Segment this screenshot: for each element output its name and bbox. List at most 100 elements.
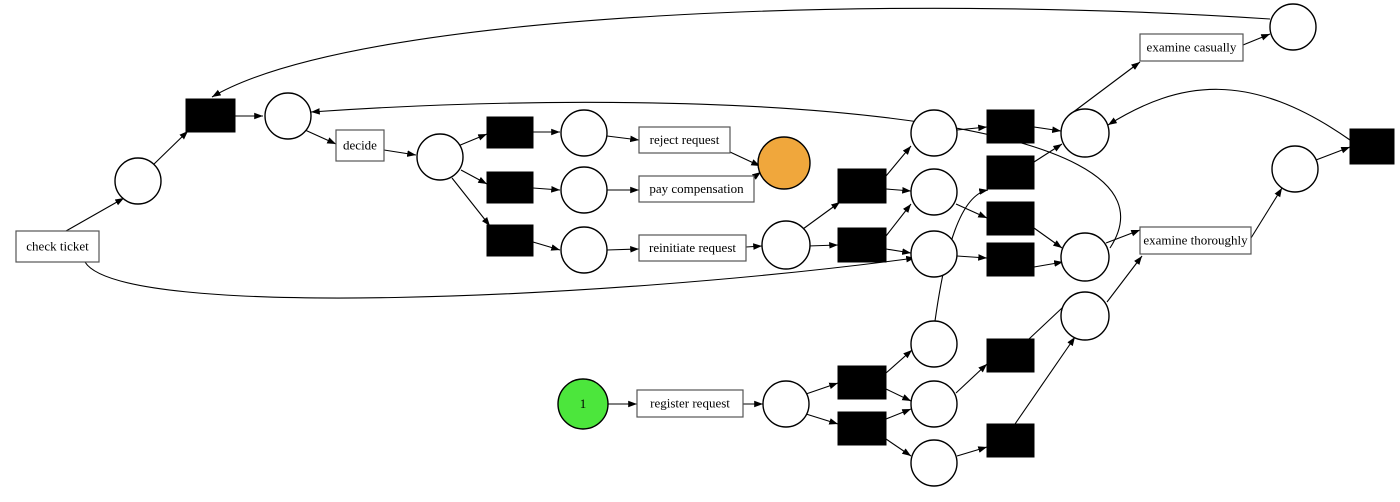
silent-transition[interactable] bbox=[1349, 128, 1395, 165]
transition-box[interactable] bbox=[837, 227, 887, 263]
place[interactable] bbox=[1060, 232, 1110, 282]
arc bbox=[1033, 143, 1063, 163]
place[interactable] bbox=[910, 439, 958, 487]
silent-transition[interactable] bbox=[837, 227, 887, 263]
place[interactable] bbox=[560, 109, 608, 157]
silent-transition[interactable] bbox=[837, 365, 887, 400]
transition-box[interactable] bbox=[837, 411, 887, 446]
silent-transition[interactable] bbox=[986, 109, 1035, 144]
place-circle[interactable] bbox=[1060, 232, 1110, 282]
place-circle[interactable] bbox=[560, 166, 608, 214]
node-layer: check ticket decide reject request pay comp… bbox=[15, 3, 1395, 487]
arc bbox=[1033, 227, 1063, 249]
place-circle[interactable] bbox=[1060, 108, 1110, 158]
place-circle[interactable] bbox=[557, 378, 609, 430]
silent-transition[interactable] bbox=[986, 338, 1035, 373]
transition-decide[interactable]: decide bbox=[335, 129, 385, 162]
transition-reject-request[interactable]: reject request bbox=[638, 126, 731, 154]
arc bbox=[84, 255, 916, 299]
transition-box[interactable] bbox=[986, 201, 1035, 236]
place[interactable] bbox=[1060, 291, 1110, 341]
place-circle[interactable] bbox=[560, 109, 608, 157]
silent-transition[interactable] bbox=[986, 423, 1035, 458]
place[interactable] bbox=[762, 380, 810, 428]
silent-transition[interactable] bbox=[486, 116, 534, 149]
silent-transition[interactable] bbox=[486, 171, 534, 204]
place[interactable] bbox=[761, 220, 811, 270]
place[interactable] bbox=[1060, 108, 1110, 158]
transition-box[interactable] bbox=[837, 365, 887, 400]
transition-check-ticket[interactable]: check ticket bbox=[15, 230, 100, 263]
transition-box[interactable] bbox=[486, 116, 534, 149]
arc bbox=[885, 388, 912, 402]
transition-box[interactable] bbox=[837, 168, 887, 204]
place-circle[interactable] bbox=[1271, 145, 1319, 193]
transition-box[interactable] bbox=[986, 338, 1035, 373]
arc bbox=[532, 241, 561, 251]
transition-box[interactable] bbox=[1139, 33, 1244, 62]
place-circle[interactable] bbox=[910, 380, 958, 428]
transition-box[interactable] bbox=[1349, 128, 1395, 165]
transition-examine-thoroughly[interactable]: examine thoroughly bbox=[1139, 226, 1252, 255]
silent-transition[interactable] bbox=[486, 224, 534, 257]
silent-transition[interactable] bbox=[986, 155, 1035, 190]
transition-box[interactable] bbox=[486, 224, 534, 257]
transition-box[interactable] bbox=[486, 171, 534, 204]
arc bbox=[802, 201, 841, 230]
place[interactable] bbox=[910, 320, 958, 368]
transition-examine-casually[interactable]: examine casually bbox=[1139, 33, 1244, 62]
place-circle[interactable] bbox=[762, 380, 810, 428]
place-circle[interactable] bbox=[910, 439, 958, 487]
arc bbox=[151, 130, 189, 167]
silent-transition[interactable] bbox=[986, 242, 1035, 277]
place[interactable] bbox=[416, 133, 464, 181]
place[interactable] bbox=[910, 230, 958, 278]
source-place[interactable]: 1 bbox=[557, 378, 609, 430]
silent-transition[interactable] bbox=[986, 201, 1035, 236]
transition-box[interactable] bbox=[638, 126, 731, 154]
transition-box[interactable] bbox=[638, 175, 755, 203]
transition-box[interactable] bbox=[986, 155, 1035, 190]
sink-place[interactable] bbox=[757, 136, 811, 190]
transition-box[interactable] bbox=[986, 423, 1035, 458]
silent-transition[interactable] bbox=[185, 98, 236, 133]
transition-box[interactable] bbox=[15, 230, 100, 263]
place-circle[interactable] bbox=[1060, 291, 1110, 341]
place[interactable] bbox=[910, 109, 958, 157]
arc bbox=[1315, 146, 1351, 161]
place-circle[interactable] bbox=[757, 136, 811, 190]
arc bbox=[383, 149, 417, 157]
place-circle[interactable] bbox=[416, 133, 464, 181]
transition-pay-compensation[interactable]: pay compensation bbox=[638, 175, 755, 203]
place[interactable] bbox=[1269, 3, 1317, 51]
transition-box[interactable] bbox=[335, 129, 385, 162]
place-circle[interactable] bbox=[761, 220, 811, 270]
place[interactable] bbox=[114, 157, 162, 205]
transition-register-request[interactable]: register request bbox=[636, 389, 744, 418]
place-circle[interactable] bbox=[910, 320, 958, 368]
place-circle[interactable] bbox=[910, 168, 958, 216]
transition-box[interactable] bbox=[185, 98, 236, 133]
place-circle[interactable] bbox=[560, 226, 608, 274]
place-circle[interactable] bbox=[264, 92, 312, 140]
arc bbox=[885, 145, 912, 177]
place-circle[interactable] bbox=[910, 109, 958, 157]
place[interactable] bbox=[560, 226, 608, 274]
place[interactable] bbox=[264, 92, 312, 140]
transition-label: reject request bbox=[650, 132, 720, 147]
place[interactable] bbox=[910, 380, 958, 428]
transition-box[interactable] bbox=[986, 109, 1035, 144]
place-circle[interactable] bbox=[910, 230, 958, 278]
place[interactable] bbox=[560, 166, 608, 214]
transition-box[interactable] bbox=[636, 389, 744, 418]
place-circle[interactable] bbox=[114, 157, 162, 205]
silent-transition[interactable] bbox=[837, 411, 887, 446]
silent-transition[interactable] bbox=[837, 168, 887, 204]
transition-box[interactable] bbox=[986, 242, 1035, 277]
transition-reinitiate-request[interactable]: reinitiate request bbox=[638, 234, 747, 262]
place[interactable] bbox=[1271, 145, 1319, 193]
transition-box[interactable] bbox=[1139, 226, 1252, 255]
place[interactable] bbox=[910, 168, 958, 216]
transition-box[interactable] bbox=[638, 234, 747, 262]
place-circle[interactable] bbox=[1269, 3, 1317, 51]
